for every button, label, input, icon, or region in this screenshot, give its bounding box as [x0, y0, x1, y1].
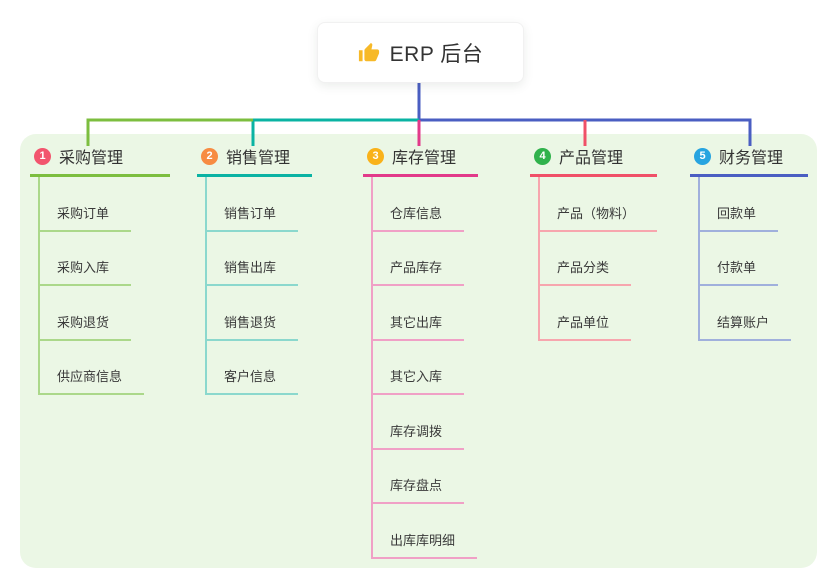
branch-number-badge: 2 — [201, 147, 218, 165]
child-node[interactable]: 产品库存 — [373, 257, 465, 286]
child-node[interactable]: 采购退货 — [40, 312, 132, 341]
child-node-label: 销售订单 — [224, 205, 277, 221]
child-row: 库存调拨 — [373, 395, 478, 450]
child-node-label: 结算账户 — [717, 314, 770, 330]
child-node-label: 回款单 — [717, 205, 757, 221]
branch-5: 5 财务管理回款单付款单结算账户 — [690, 146, 808, 341]
branch-number-badge: 4 — [534, 147, 551, 165]
branch-node[interactable]: 5 财务管理 — [690, 146, 808, 177]
root-title: ERP 后台 — [389, 42, 484, 66]
branch-subtree: 销售订单销售出库销售退货客户信息 — [205, 177, 312, 395]
child-node-label: 客户信息 — [224, 369, 277, 384]
child-node[interactable]: 客户信息 — [207, 366, 299, 395]
child-row: 其它出库 — [373, 286, 478, 341]
branch-number-badge: 3 — [367, 147, 384, 165]
child-node[interactable]: 其它入库 — [373, 366, 465, 395]
branch-4: 4 产品管理产品（物料） 产品分类产品单位 — [530, 146, 658, 341]
branch-node[interactable]: 4 产品管理 — [530, 146, 658, 177]
child-node-label: 库存调拨 — [390, 423, 443, 439]
branches-panel — [20, 134, 817, 568]
child-node-label: 采购退货 — [57, 314, 110, 330]
branch-node[interactable]: 2 销售管理 — [197, 146, 312, 177]
child-row: 结算账户 — [700, 286, 808, 341]
child-node[interactable]: 销售退货 — [207, 312, 299, 341]
child-node[interactable]: 产品（物料） — [540, 203, 658, 232]
child-row: 仓库信息 — [373, 177, 478, 232]
child-node[interactable]: 结算账户 — [700, 312, 792, 341]
child-row: 回款单 — [700, 177, 808, 232]
child-row: 产品分类 — [540, 232, 657, 286]
child-node-label: 产品分类 — [557, 260, 610, 275]
child-node[interactable]: 销售出库 — [207, 257, 299, 286]
branch-node[interactable]: 3 库存管理 — [363, 146, 478, 177]
branch-subtree: 产品（物料） 产品分类产品单位 — [538, 177, 658, 341]
child-node[interactable]: 库存调拨 — [373, 421, 465, 450]
child-node[interactable]: 销售订单 — [207, 203, 299, 232]
child-row: 销售出库 — [207, 232, 312, 286]
child-node-label: 其它入库 — [390, 369, 443, 384]
branch-3: 3 库存管理仓库信息产品库存其它出库其它入库库存调拨库存盘点出库库明细 — [363, 146, 478, 559]
child-node[interactable]: 付款单 — [700, 257, 779, 286]
branch-number-badge: 5 — [694, 147, 711, 165]
child-node[interactable]: 回款单 — [700, 203, 779, 232]
thumbs-up-icon — [358, 42, 379, 61]
child-node[interactable]: 出库库明细 — [373, 530, 478, 559]
child-node-label: 仓库信息 — [390, 205, 443, 221]
child-node-label: 采购入库 — [57, 260, 110, 275]
child-node-label: 销售出库 — [224, 260, 277, 275]
branch-node[interactable]: 1 采购管理 — [30, 146, 170, 177]
child-node-label: 采购订单 — [57, 205, 110, 221]
branch-subtree: 回款单付款单结算账户 — [698, 177, 808, 341]
branch-label: 财务管理 — [719, 150, 784, 167]
child-node[interactable]: 库存盘点 — [373, 475, 465, 504]
child-node-label: 出库库明细 — [390, 532, 456, 548]
child-node-label: 销售退货 — [224, 314, 277, 330]
child-row: 销售退货 — [207, 286, 312, 341]
child-node[interactable]: 其它出库 — [373, 312, 465, 341]
branch-label: 库存管理 — [392, 150, 457, 167]
child-node-label: 供应商信息 — [57, 369, 123, 384]
child-node[interactable]: 采购入库 — [40, 257, 132, 286]
branch-1: 1 采购管理采购订单采购入库采购退货供应商信息 — [30, 146, 170, 395]
child-node[interactable]: 仓库信息 — [373, 203, 465, 232]
child-row: 产品单位 — [540, 286, 657, 341]
child-row: 出库库明细 — [373, 504, 478, 559]
child-node-label: 产品单位 — [557, 314, 610, 330]
branch-label: 销售管理 — [226, 150, 291, 167]
child-row: 采购入库 — [40, 232, 170, 286]
branch-subtree: 仓库信息产品库存其它出库其它入库库存调拨库存盘点出库库明细 — [371, 177, 478, 559]
child-node-label: 产品库存 — [390, 260, 443, 275]
branch-subtree: 采购订单采购入库采购退货供应商信息 — [38, 177, 170, 395]
child-row: 产品库存 — [373, 232, 478, 286]
child-row: 其它入库 — [373, 341, 478, 395]
child-node-label: 付款单 — [717, 260, 757, 275]
child-row: 采购订单 — [40, 177, 170, 232]
child-node[interactable]: 供应商信息 — [40, 366, 145, 395]
child-row: 销售订单 — [207, 177, 312, 232]
child-node-label: 产品（物料） — [557, 205, 636, 221]
branch-label: 产品管理 — [559, 150, 624, 167]
branch-number-badge: 1 — [34, 147, 51, 165]
child-node[interactable]: 产品单位 — [540, 312, 632, 341]
branch-2: 2 销售管理销售订单销售出库销售退货客户信息 — [197, 146, 312, 395]
child-node[interactable]: 产品分类 — [540, 257, 632, 286]
child-row: 供应商信息 — [40, 341, 170, 395]
child-row: 产品（物料） — [540, 177, 658, 232]
child-node-label: 库存盘点 — [390, 478, 443, 493]
child-row: 客户信息 — [207, 341, 312, 395]
branch-label: 采购管理 — [59, 150, 124, 167]
child-row: 库存盘点 — [373, 450, 478, 504]
child-row: 付款单 — [700, 232, 808, 286]
root-node[interactable]: ERP 后台 — [317, 22, 524, 83]
child-node[interactable]: 采购订单 — [40, 203, 132, 232]
child-row: 采购退货 — [40, 286, 170, 341]
child-node-label: 其它出库 — [390, 314, 443, 330]
